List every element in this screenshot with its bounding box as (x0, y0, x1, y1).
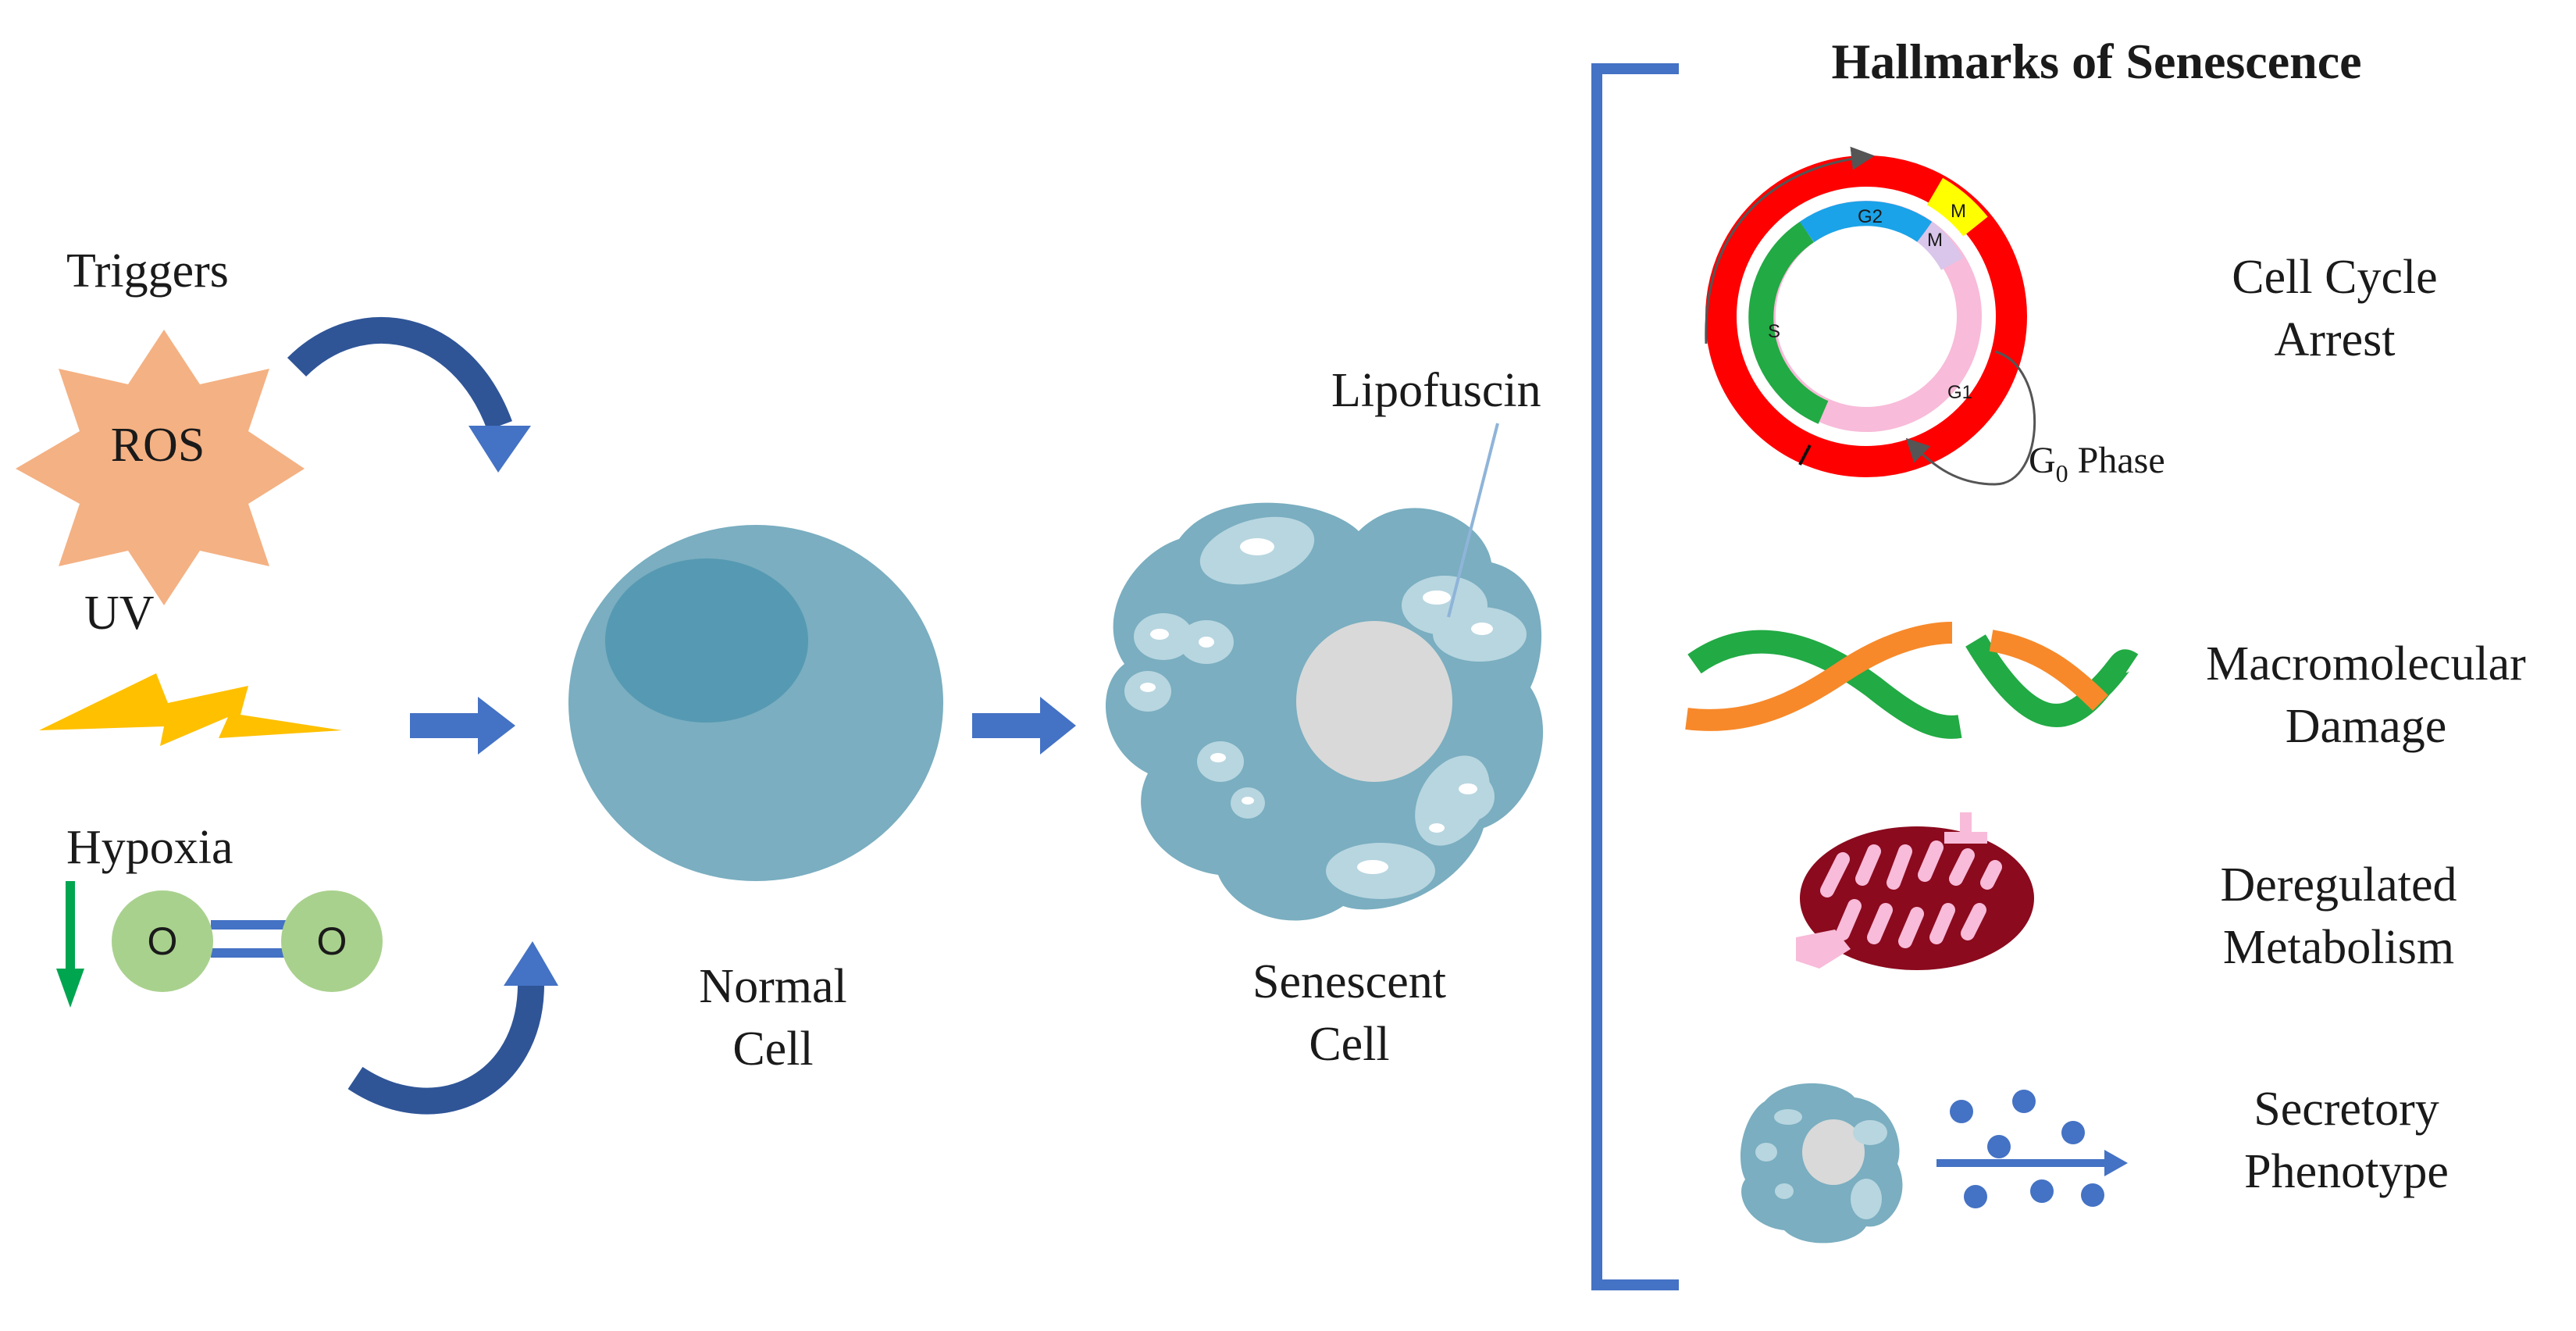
phase-s-label: S (1768, 321, 1780, 342)
cell-cycle-label-line1: Cell Cycle (2232, 251, 2437, 304)
normal-cell-icon (568, 525, 943, 881)
ros-label: ROS (111, 419, 205, 472)
senescent-cell-label-line1: Senescent (1252, 955, 1446, 1008)
normal-cell-label-line2: Cell (732, 1022, 813, 1076)
uv-label: UV (84, 587, 155, 640)
senescent-cell-icon (1106, 502, 1544, 921)
secreted-factors-dots (1950, 1090, 2104, 1208)
oxygen-atom-1-label: O (148, 919, 178, 963)
ros-star-shape (16, 330, 305, 605)
oxygen-molecule-icon (112, 890, 383, 992)
phase-g1-label: G1 (1947, 382, 1972, 403)
triggers-heading: Triggers (66, 244, 229, 298)
oxygen-atom-2-label: O (317, 919, 347, 963)
cell-cycle-label-line2: Arrest (2275, 313, 2396, 366)
macromolecular-label-line1: Macromolecular (2206, 637, 2526, 690)
secretory-label-line1: Secretory (2254, 1083, 2439, 1136)
hallmarks-bracket (1591, 63, 1679, 1290)
mitochondrion-icon (1796, 812, 2034, 970)
phase-m-inner-label: M (1927, 230, 1943, 251)
cell-cycle-diagram (1705, 146, 2036, 486)
macromolecular-label-line2: Damage (2286, 700, 2447, 753)
secretion-arrow-icon (1936, 1150, 2128, 1176)
uv-lightning-icon (39, 673, 342, 746)
lipofuscin-pointer (1447, 423, 1499, 618)
lipofuscin-label: Lipofuscin (1331, 364, 1541, 417)
senescent-cell-label-line2: Cell (1309, 1018, 1389, 1071)
secreting-cell-icon (1740, 1083, 1903, 1244)
secretory-label-line2: Phenotype (2244, 1145, 2449, 1198)
hypoxia-down-arrow-icon (56, 881, 84, 1008)
phase-g2-label: G2 (1858, 206, 1883, 227)
arrow-triggers-to-normal-icon (410, 697, 515, 755)
metabolism-label-line1: Deregulated (2221, 858, 2457, 912)
g0-phase-label: G0 Phase (2029, 440, 2165, 487)
curved-arrow-bottom-icon (347, 941, 558, 1115)
dna-strand-icon (1685, 622, 2139, 739)
hallmarks-title: Hallmarks of Senescence (1832, 34, 2362, 89)
metabolism-label-line2: Metabolism (2223, 921, 2454, 974)
arrow-normal-to-senescent-icon (972, 697, 1076, 755)
hypoxia-label: Hypoxia (66, 821, 233, 874)
curved-arrow-top-icon (287, 316, 531, 473)
phase-m-outer-label: M (1951, 201, 1966, 222)
normal-cell-label-line1: Normal (699, 960, 846, 1013)
